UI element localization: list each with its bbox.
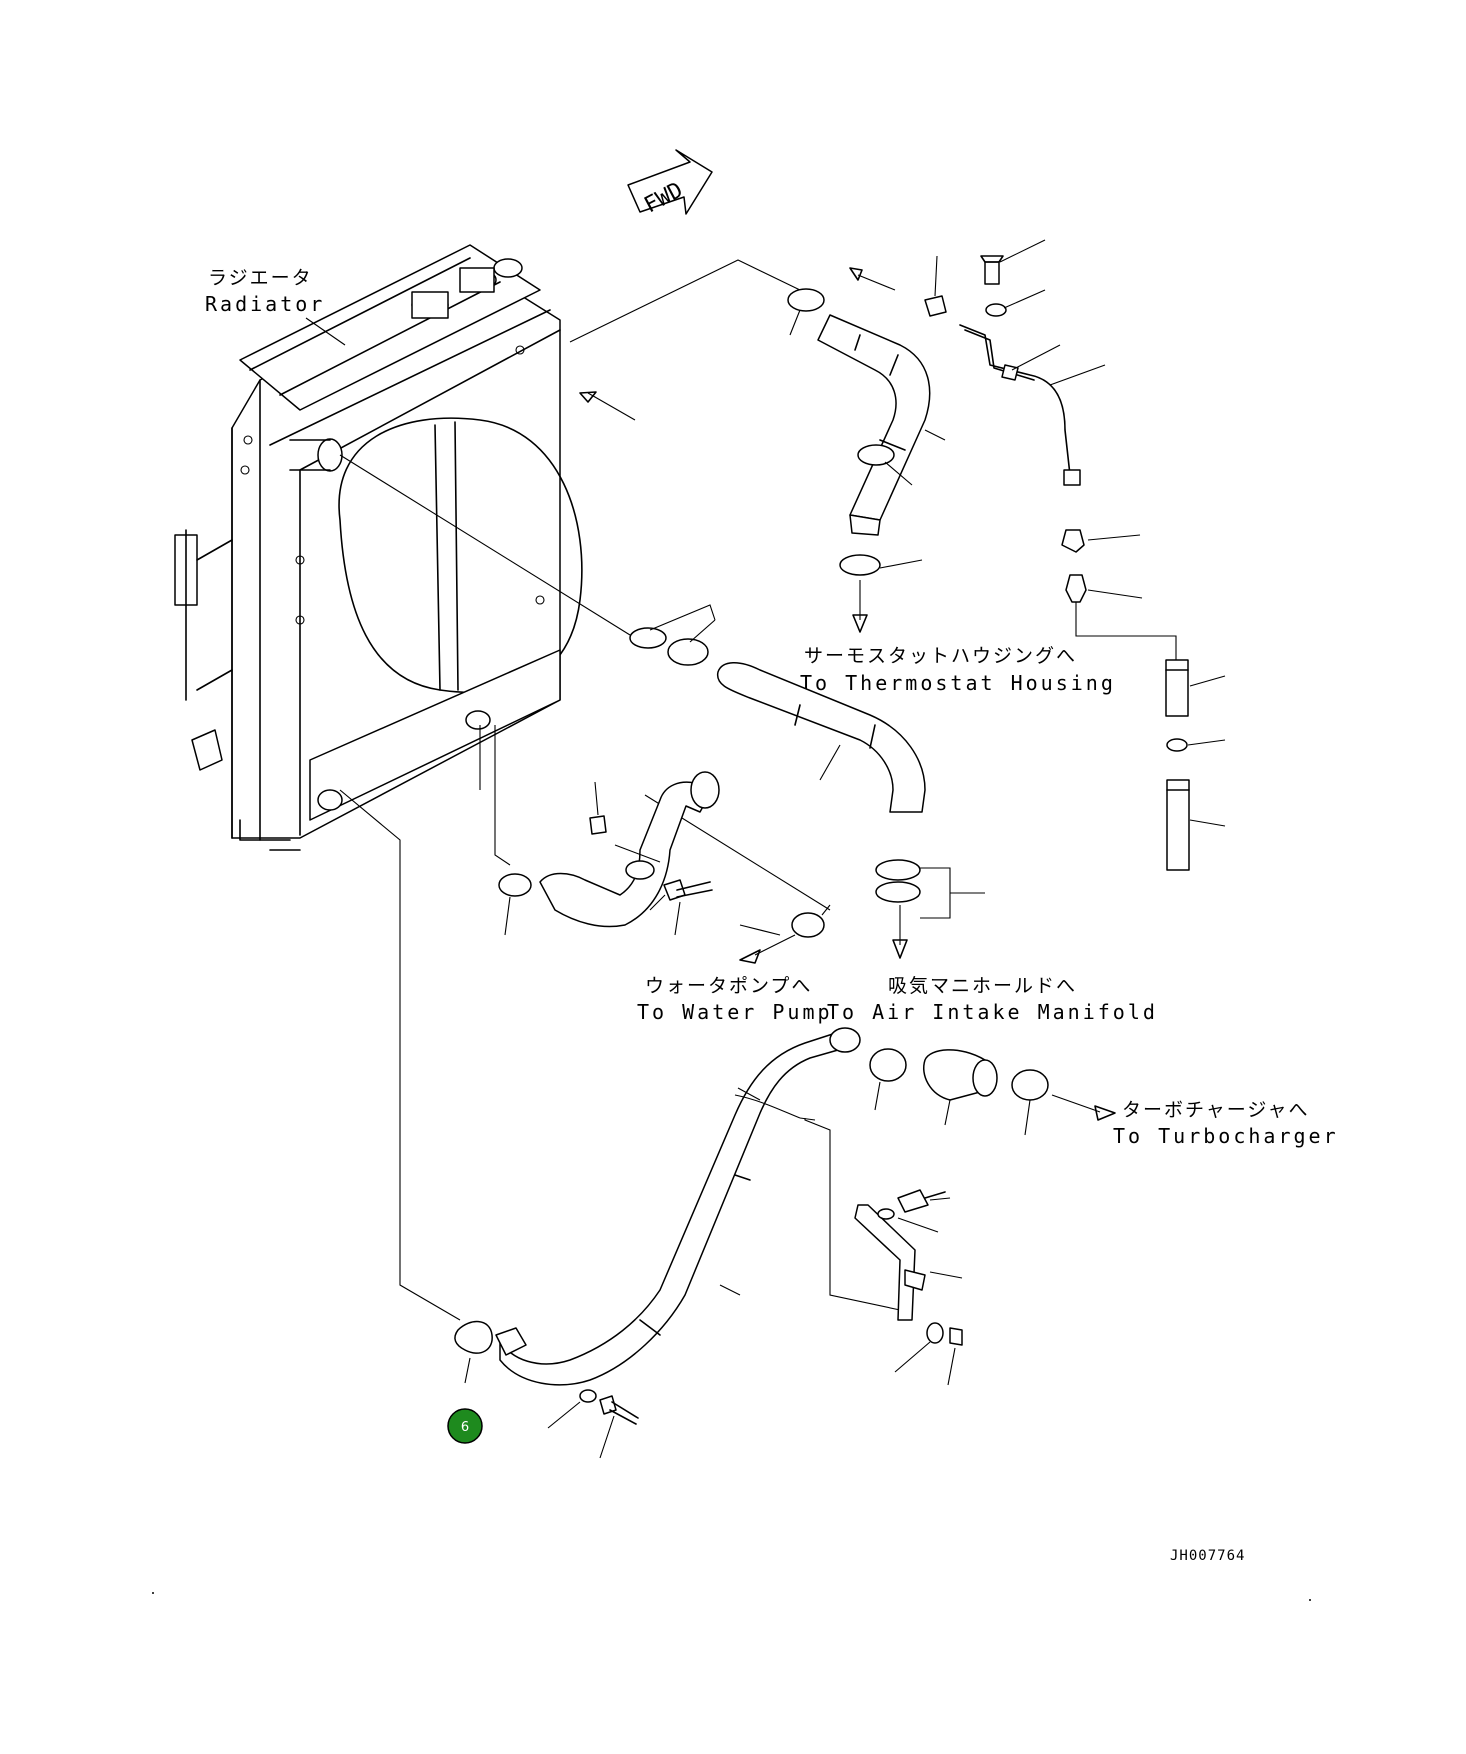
callout-circle[interactable]	[447, 1408, 483, 1444]
hose-clamp	[857, 444, 895, 466]
radiator-label-en: Radiator	[205, 292, 325, 316]
thermostat-label-jp: サーモスタットハウジングへ	[804, 645, 1077, 667]
hose-clamp	[1011, 1069, 1049, 1101]
hose-clamp	[875, 859, 921, 881]
hose-clamp	[875, 881, 921, 903]
fitting-column	[1061, 529, 1226, 871]
thermostat-label-en: To Thermostat Housing	[800, 671, 1116, 695]
lower-pipe-group	[495, 1027, 1116, 1386]
turbo-label-jp: ターボチャージャへ	[1122, 1099, 1309, 1121]
hose-clamp	[869, 1048, 907, 1082]
upper-hose-group	[787, 267, 946, 633]
hose-clamp	[839, 554, 881, 576]
water-pump-label-en: To Water Pump	[637, 1000, 833, 1024]
fwd-arrow: FWD	[627, 149, 713, 218]
radiator-leaders	[339, 259, 831, 1321]
turbo-label-en: To Turbocharger	[1113, 1124, 1339, 1148]
callout-number[interactable]: 6	[461, 1420, 469, 1435]
water-pump-label-jp: ウォータポンプへ	[645, 975, 812, 997]
corner-mark	[1309, 1599, 1311, 1601]
sensor-bracket-group	[924, 239, 1106, 486]
water-pump-hose-group	[498, 771, 831, 964]
hose-clamp	[629, 627, 667, 649]
hose-clamp	[791, 912, 825, 938]
bracket-group	[854, 1189, 963, 1386]
drain-plug-group	[454, 1320, 493, 1384]
intake-label-jp: 吸気マニホールドへ	[888, 975, 1077, 997]
hose-clamp	[667, 638, 709, 666]
corner-mark	[152, 1592, 154, 1594]
hose-clamp	[498, 873, 532, 897]
drawing-code: JH007764	[1170, 1548, 1245, 1564]
callout-6[interactable]: 6	[447, 1408, 483, 1444]
mid-hose-group	[629, 604, 985, 959]
intake-label-en: To Air Intake Manifold	[827, 1000, 1158, 1024]
radiator-label-jp: ラジエータ	[208, 267, 313, 289]
lower-fastener-group	[547, 1389, 639, 1459]
radiator-assembly: ラジエータ Radiator	[174, 244, 583, 851]
hose-clamp	[787, 288, 825, 312]
